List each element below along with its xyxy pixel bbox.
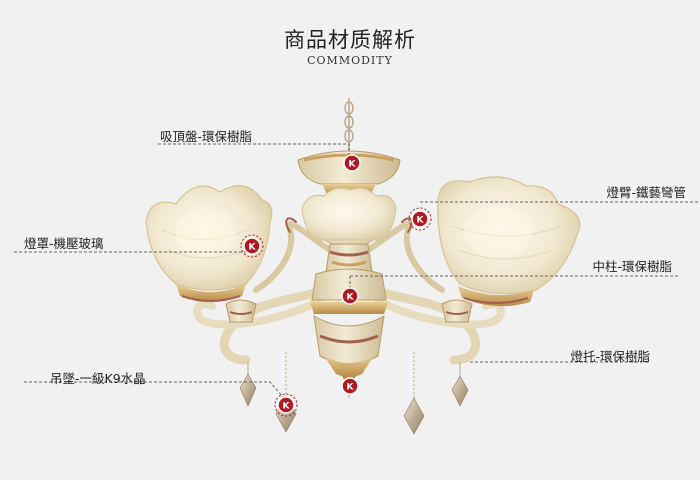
- marker-lamp-arm: K: [408, 207, 432, 231]
- marker-pendant: K: [274, 393, 298, 417]
- hanging-chain: [344, 98, 354, 150]
- callout-lamp-arm: 燈臂-鐵藝彎管: [606, 185, 686, 200]
- marker-center-column: K: [341, 287, 359, 305]
- svg-text:K: K: [417, 216, 425, 226]
- middle-lamp-shade: [301, 187, 397, 241]
- marker-lamp-holder: K: [341, 377, 359, 395]
- lamp-holders: [225, 299, 473, 323]
- marker-ceiling-plate: K: [343, 154, 361, 172]
- leader-lines: [14, 143, 700, 399]
- callout-pendant: 吊墜-一級K9水晶: [50, 371, 146, 386]
- callout-center-column: 中柱-環保樹脂: [592, 259, 672, 274]
- right-lamp-shade: [437, 176, 581, 307]
- callout-lamp-shade: 燈罩-機壓玻璃: [24, 236, 104, 251]
- svg-text:K: K: [349, 160, 357, 170]
- page-title: 商品材质解析: [284, 28, 416, 52]
- callout-lamp-holder: 燈托-環保樹脂: [570, 349, 650, 364]
- material-markers: K K K K K K: [240, 154, 432, 417]
- callout-ceiling-plate: 吸頂盤-環保樹脂: [160, 129, 253, 144]
- left-lamp-shade: [145, 185, 273, 302]
- svg-text:K: K: [283, 402, 291, 412]
- svg-text:K: K: [347, 383, 355, 393]
- page-subtitle: COMMODITY: [307, 54, 393, 67]
- marker-lamp-shade: K: [240, 234, 264, 258]
- svg-text:K: K: [347, 293, 355, 303]
- svg-text:K: K: [249, 243, 257, 253]
